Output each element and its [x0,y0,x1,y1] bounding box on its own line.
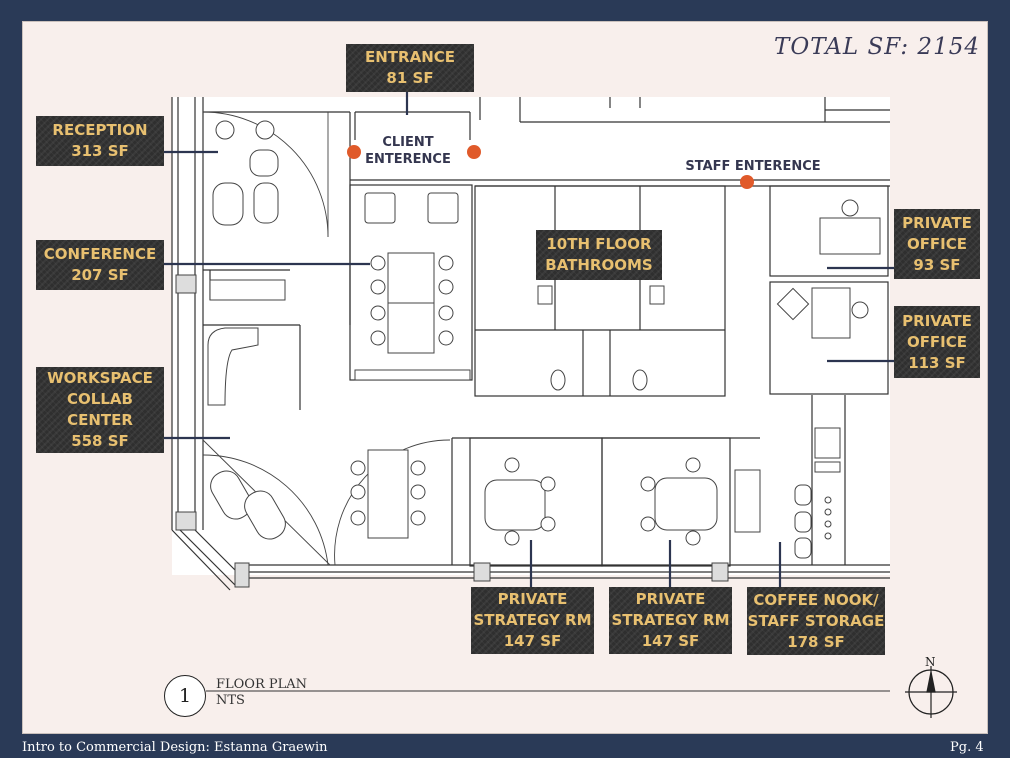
client-entrance-marker-left [347,145,361,159]
tag-coffee-nook-staff-storage: COFFEE NOOK/ STAFF STORAGE 178 SF [747,587,885,655]
entry-markers [347,145,754,189]
north-arrow-icon [905,666,957,718]
tag-private-strategy-room-2: PRIVATE STRATEGY RM 147 SF [609,587,732,654]
tag-10th-floor-bathrooms: 10TH FLOOR BATHROOMS [536,230,662,280]
drawing-scale: NTS [216,693,245,708]
tag-conference: CONFERENCE 207 SF [36,240,164,290]
drawing-title: FLOOR PLAN [216,677,308,692]
tag-private-office-113: PRIVATE OFFICE 113 SF [894,306,980,378]
total-square-footage: TOTAL SF: 2154 [774,34,980,60]
walls [171,97,890,591]
footer-course-credit: Intro to Commercial Design: Estanna Grae… [22,740,328,755]
tag-entrance: ENTRANCE 81 SF [346,44,474,92]
client-entrance-marker-right [467,145,481,159]
label-staff-entrance: STAFF ENTERENCE [685,159,821,174]
label-client-entrance: CLIENT ENTERENCE [365,135,451,167]
furniture [175,120,881,588]
leader-lines [163,92,894,587]
drawing-number: 1 [164,675,206,717]
tag-private-office-93: PRIVATE OFFICE 93 SF [894,209,980,279]
tag-workspace-collab-center: WORKSPACE COLLAB CENTER 558 SF [36,367,164,453]
tag-reception: RECEPTION 313 SF [36,116,164,166]
staff-entrance-marker [740,175,754,189]
tag-private-strategy-room-1: PRIVATE STRATEGY RM 147 SF [471,587,594,654]
footer-page-number: Pg. 4 [950,740,984,755]
north-label: N [925,655,936,669]
